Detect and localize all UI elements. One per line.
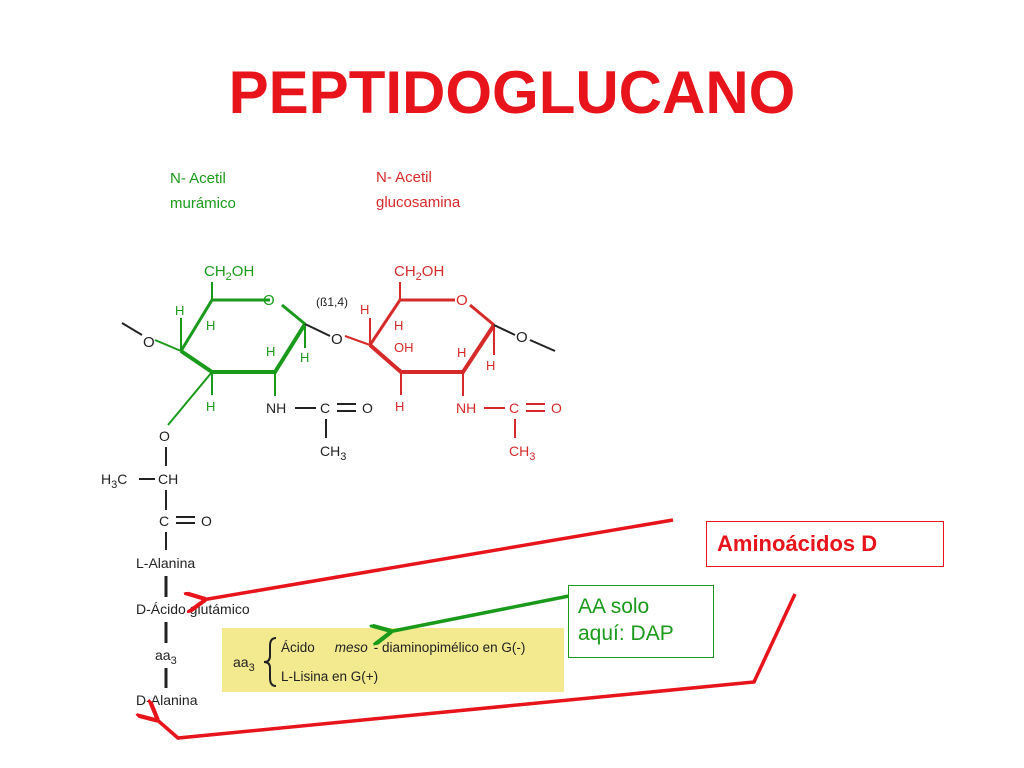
nam-h-c4: H (300, 350, 309, 365)
nag-carbonyl-o: O (551, 400, 562, 416)
nam-ring-top (179, 298, 270, 352)
dap-callout-line2: aquí: DAP (578, 622, 674, 645)
nag-oh: OH (394, 340, 414, 355)
nam-o-bond (154, 339, 182, 352)
dap-callout: AA solo aquí: DAP (568, 585, 714, 658)
arrow-d-amino-to-d-alanine (155, 593, 797, 740)
nag-right-o: O (516, 329, 528, 346)
peptide-chain: O H3C CH C O L-Alanina D-Ácido glutámico… (101, 428, 250, 708)
chain-methyl: H3C (101, 471, 127, 491)
aa3-brace-icon (263, 637, 277, 687)
nam-label-line1: N- Acetil (170, 170, 226, 187)
nam-h-c2: H (206, 318, 215, 333)
chain-ether-o: O (159, 428, 170, 444)
nag-nh: NH (456, 400, 476, 416)
d-amino-acids-callout: Aminoácidos D (706, 521, 944, 567)
nam-label-line2: murámico (170, 195, 236, 212)
bond-left (304, 323, 331, 337)
aa3-option-2: L-Lisina en G(+) (281, 669, 378, 684)
nag-h-c2: H (394, 318, 403, 333)
residue-l-alanine: L-Alanina (136, 555, 195, 571)
nag-h-c5: H (395, 399, 404, 414)
nag-carbonyl-c: C (509, 400, 519, 416)
arrow-d-amino-to-glutamic (202, 518, 674, 600)
nam-sugar: N- Acetil murámico O O CH2OH H H H H (121, 170, 373, 463)
nag-ring-bottom (368, 323, 496, 374)
bond-label: (ß1,4) (316, 295, 348, 309)
nag-o-bond (493, 324, 516, 336)
nag-sugar: N- Acetil glucosamina O CH2OH H H OH H H… (360, 169, 562, 463)
chain-ch: CH (158, 471, 178, 487)
nag-ring-o: O (456, 292, 468, 309)
arrow-dap-to-aa3 (388, 594, 570, 632)
nam-nh: NH (266, 400, 286, 416)
nag-label-line2: glucosamina (376, 194, 461, 211)
nam-carbonyl-c: C (320, 400, 330, 416)
nag-h-c1: H (360, 302, 369, 317)
nag-h-c3: H (457, 345, 466, 360)
nag-outgoing-bond (529, 339, 556, 352)
nam-ring-bottom (179, 322, 307, 374)
chain-carbonyl-c: C (159, 513, 169, 529)
nam-h-c1: H (175, 303, 184, 318)
residue-d-glutamic-acid: D-Ácido glutámico (136, 601, 250, 617)
nam-ch3: CH3 (320, 443, 346, 463)
bond-right (344, 335, 371, 346)
nam-left-o: O (143, 334, 155, 351)
nam-carbonyl-o: O (362, 400, 373, 416)
nam-lactyl-bond (167, 371, 213, 426)
nam-ch2oh: CH2OH (204, 263, 254, 283)
nam-ring-o-bond (281, 303, 306, 326)
slide-title: PEPTIDOGLUCANO (228, 59, 796, 126)
dap-callout-line1: AA solo (578, 595, 650, 618)
residue-aa3: aa3 (155, 647, 177, 667)
nag-h-c4: H (486, 358, 495, 373)
bond-o: O (331, 331, 343, 348)
glycosidic-bond: (ß1,4) O (304, 295, 371, 348)
nag-ring-top (368, 298, 455, 346)
residue-d-alanine: D-Alanina (136, 692, 198, 708)
nag-label-line1: N- Acetil (376, 169, 432, 186)
nam-incoming-bond (121, 322, 143, 336)
aa3-box-label: aa3 (233, 654, 255, 674)
nam-h-c3: H (266, 344, 275, 359)
nag-ch2oh: CH2OH (394, 263, 444, 283)
nam-ring-o: O (263, 292, 275, 309)
chain-carbonyl-o: O (201, 513, 212, 529)
nam-h-c5: H (206, 399, 215, 414)
nag-ch3: CH3 (509, 443, 535, 463)
nag-ring-o-bond (469, 303, 495, 327)
